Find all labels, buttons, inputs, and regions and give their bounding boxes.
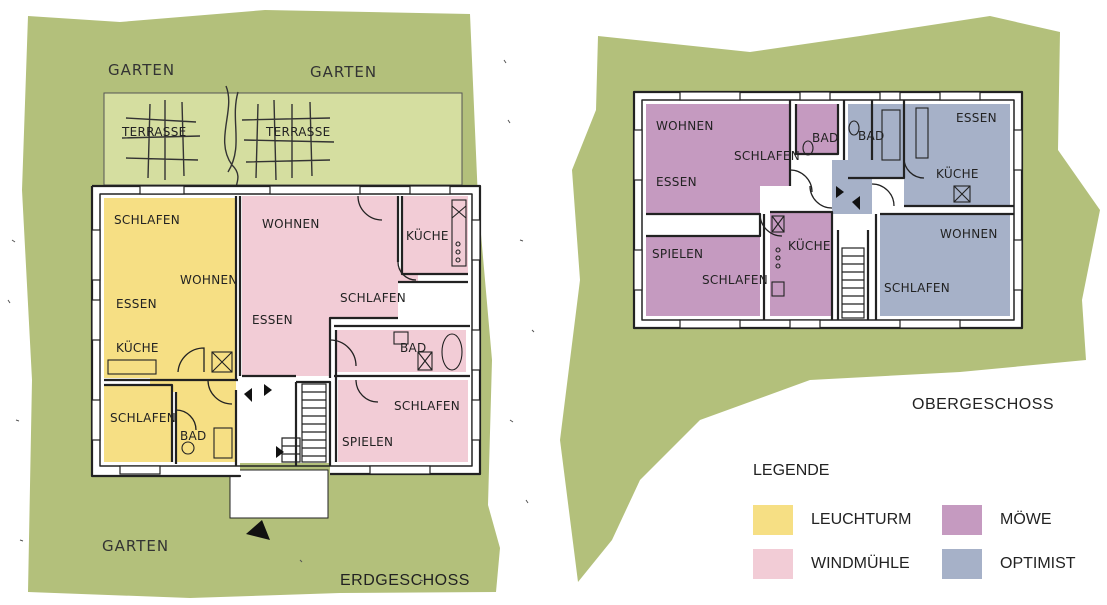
room-label-moewe-kueche: KÜCHE [788, 237, 831, 253]
garden-label-3: GARTEN [102, 537, 169, 555]
legend-item-optimist: OPTIMIST [942, 549, 1076, 579]
room-label-leuchturm-schlafen-2: SCHLAFEN [110, 411, 176, 425]
room-label-windmuehle-kueche: KÜCHE [406, 227, 449, 243]
garden-label-2: GARTEN [310, 63, 377, 81]
fixtures-ground [107, 199, 467, 459]
room-label-leuchturm-schlafen: SCHLAFEN [114, 213, 180, 227]
room-label-leuchturm-wohnen: WOHNEN [180, 273, 238, 287]
legend-item-moewe: MÖWE [942, 505, 1052, 535]
floor-title-obergeschoss: OBERGESCHOSS [912, 396, 1055, 413]
walls-upper-floor [632, 90, 1024, 330]
terrace-label-1: TERRASSE [121, 125, 187, 139]
room-label-windmuehle-essen: ESSEN [252, 313, 293, 327]
floor-title-erdgeschoss: ERDGESCHOSS [340, 572, 470, 589]
room-label-optimist-essen: ESSEN [956, 111, 997, 125]
door-swings-ground [175, 195, 417, 431]
room-label-moewe-schlafen-2: SCHLAFEN [702, 273, 768, 287]
legend-label-optimist: OPTIMIST [1000, 555, 1076, 572]
room-label-optimist-bad: BAD [858, 129, 885, 143]
room-label-windmuehle-schlafen: SCHLAFEN [340, 291, 406, 305]
door-swings-upper [759, 157, 925, 237]
room-label-optimist-kueche: KÜCHE [936, 165, 979, 181]
room-label-optimist-schlafen: SCHLAFEN [884, 281, 950, 295]
room-label-moewe-schlafen: SCHLAFEN [734, 149, 800, 163]
optimist-rooms-upper [832, 104, 1010, 316]
room-label-windmuehle-schlafen-2: SCHLAFEN [394, 399, 460, 413]
room-label-windmuehle-wohnen: WOHNEN [262, 217, 320, 231]
garden-label-1: GARTEN [108, 61, 175, 79]
terrace-label-2: TERRASSE [265, 125, 331, 139]
windows-upper-floor [633, 91, 1023, 329]
legend-item-leuchturm: LEUCHTURM [753, 505, 911, 535]
room-label-moewe-bad: BAD [812, 131, 839, 145]
terrace-area [103, 92, 463, 186]
ground-speckles [7, 59, 535, 582]
room-label-windmuehle-spielen: SPIELEN [342, 435, 393, 449]
fixtures-upper [771, 107, 971, 297]
legend-title: LEGENDE [753, 462, 830, 479]
windows-ground-floor [91, 185, 481, 475]
staircase-ground [281, 383, 327, 463]
legend-item-windmuehle: WINDMÜHLE [753, 549, 910, 579]
legend-swatch-optimist [942, 549, 982, 579]
room-label-moewe-wohnen: WOHNEN [656, 119, 714, 133]
entrance-arrows-ground [244, 384, 284, 540]
entrance-path [229, 469, 329, 519]
room-label-windmuehle-bad: BAD [400, 341, 427, 355]
legend-swatch-leuchturm [753, 505, 793, 535]
room-label-moewe-spielen: SPIELEN [652, 247, 703, 261]
legend-label-moewe: MÖWE [1000, 511, 1052, 528]
room-label-leuchturm-essen: ESSEN [116, 297, 157, 311]
staircase-upper [841, 247, 865, 319]
room-label-leuchturm-kueche: KÜCHE [116, 339, 159, 355]
entrance-arrows-upper [836, 186, 860, 210]
legend-label-leuchturm: LEUCHTURM [811, 511, 912, 528]
terrace-hatching [121, 85, 335, 199]
room-label-optimist-wohnen: WOHNEN [940, 227, 998, 241]
legend-label-windmuehle: WINDMÜHLE [811, 555, 910, 572]
legend-swatch-moewe [942, 505, 982, 535]
legend-swatch-windmuehle [753, 549, 793, 579]
room-label-moewe-essen: ESSEN [656, 175, 697, 189]
room-label-leuchturm-bad: BAD [180, 429, 207, 443]
